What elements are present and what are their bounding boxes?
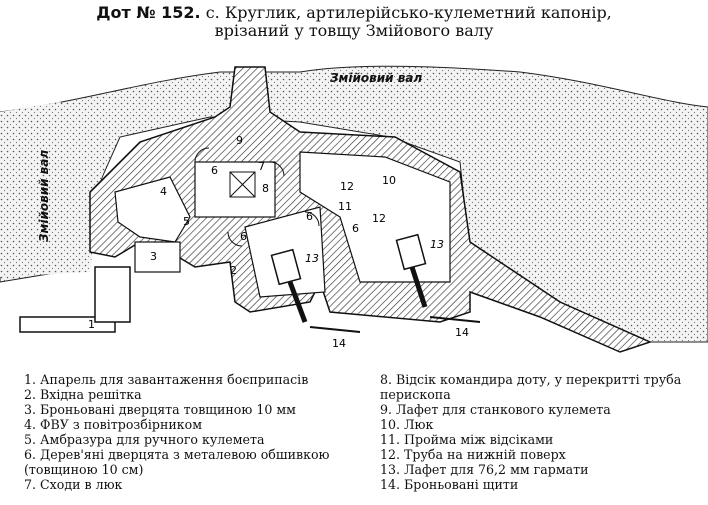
title-rest: с. Круглик, артилерійсько-кулеметний кап… — [200, 3, 612, 22]
legend-item: 8. Відсік командира доту, у перекритті т… — [380, 372, 682, 402]
legend-item: 14. Броньовані щити — [380, 477, 519, 492]
legend-item: 6. Дерев'яні дверцята з металевою обшивк… — [24, 447, 330, 477]
callout-8: 8 — [262, 182, 269, 195]
page-subtitle: врізаний у товщу Змійового валу — [214, 21, 494, 40]
gun-mount-right — [395, 233, 428, 308]
legend-left: 1. Апарель для завантаження боєприпасів … — [24, 372, 374, 492]
legend-item: 10. Люк — [380, 417, 434, 432]
callout-1: 1 — [88, 318, 95, 331]
entrance-ramp — [19, 316, 116, 333]
page-title: Дот № 152. с. Круглик, артилерійсько-кул… — [0, 4, 708, 22]
callout-13b: 13 — [430, 238, 444, 251]
callout-12b: 12 — [372, 212, 386, 225]
legend-item: 9. Лафет для станкового кулемета — [380, 402, 611, 417]
label-rampart-left: Змійовий вал — [37, 150, 51, 242]
callout-6c: 6 — [306, 210, 313, 223]
armored-shield-right — [429, 316, 481, 323]
title-bold: Дот № 152. — [96, 3, 201, 22]
legend-item: 3. Броньовані дверцята товщиною 10 мм — [24, 402, 296, 417]
callout-12a: 12 — [340, 180, 354, 193]
legend-item: 7. Сходи в люк — [24, 477, 123, 492]
legend-item: 2. Вхідна решітка — [24, 387, 142, 402]
callout-11: 11 — [338, 200, 352, 213]
callout-9: 9 — [236, 134, 243, 147]
legend-item: 12. Труба на нижній поверх — [380, 447, 566, 462]
callout-5: 5 — [183, 215, 190, 228]
legend-right: 8. Відсік командира доту, у перекритті т… — [380, 372, 700, 492]
callout-7: 7 — [258, 160, 265, 173]
entrance-passage — [94, 266, 131, 323]
callout-6d: 6 — [352, 222, 359, 235]
callout-2: 2 — [230, 264, 237, 277]
room-entry — [134, 241, 181, 273]
legend-item: 1. Апарель для завантаження боєприпасів — [24, 372, 309, 387]
callout-4: 4 — [160, 185, 167, 198]
legend-item: 5. Амбразура для ручного кулемета — [24, 432, 265, 447]
bunker-plan-diagram: Змійовий вал Змійовий вал 1 2 3 4 5 6 6 … — [0, 65, 708, 353]
callout-6a: 6 — [211, 164, 218, 177]
callout-3: 3 — [150, 250, 157, 263]
callout-13a: 13 — [305, 252, 319, 265]
label-rampart-top: Змійовий вал — [330, 71, 422, 85]
gun-mount-left — [270, 248, 308, 323]
earth-rampart-top — [0, 65, 708, 343]
callout-6b: 6 — [240, 230, 247, 243]
legend-item: 4. ФВУ з повітрозбірником — [24, 417, 202, 432]
callout-14b: 14 — [455, 326, 469, 339]
callout-10: 10 — [382, 174, 396, 187]
legend-item: 11. Пройма між відсіками — [380, 432, 554, 447]
legend-item: 13. Лафет для 76,2 мм гармати — [380, 462, 589, 477]
armored-shield-left — [309, 326, 361, 333]
callout-14a: 14 — [332, 337, 346, 350]
